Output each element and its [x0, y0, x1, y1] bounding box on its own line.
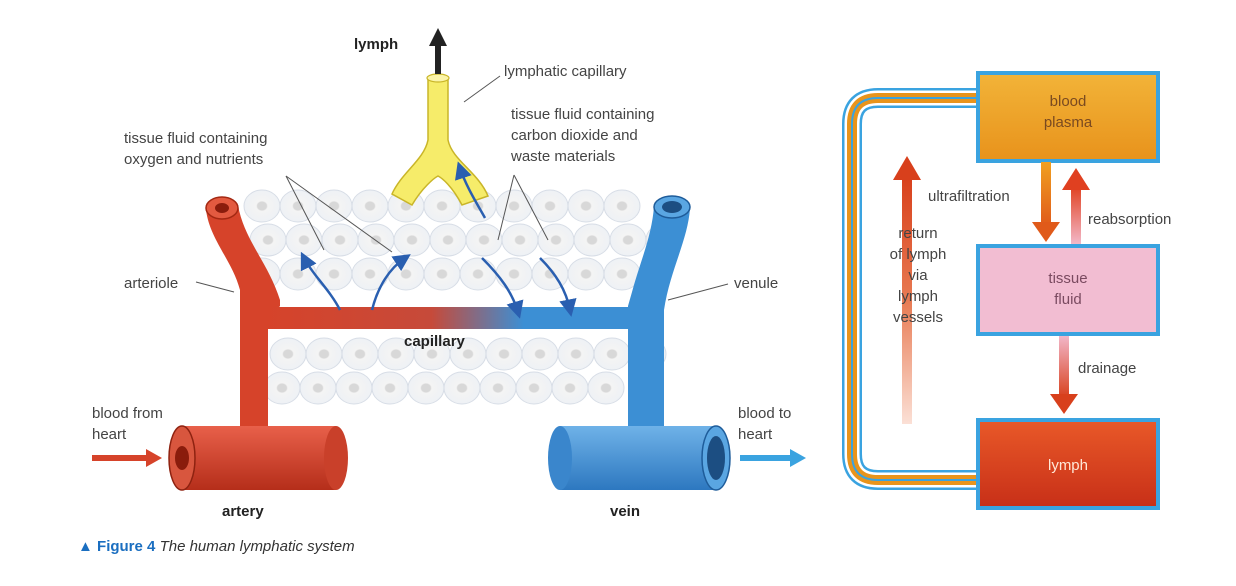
tissue-cell	[315, 257, 353, 291]
tissue-cell	[279, 189, 317, 223]
tissue-fluid-out-line2: carbon dioxide and	[511, 127, 638, 144]
tissue-fluid-box	[976, 244, 1160, 336]
figure-number: Figure 4	[97, 538, 156, 555]
tissue-cell	[485, 337, 523, 371]
blood-to-heart-line1: blood to	[738, 405, 791, 422]
lymph-box-label: lymph	[1048, 457, 1088, 474]
tissue-fluid-out-line3: waste materials	[510, 148, 615, 165]
tissue-cell	[285, 223, 323, 257]
return-line5: vessels	[893, 309, 943, 326]
tissue-cell	[593, 337, 631, 371]
reabsorption-arrow	[1062, 168, 1090, 244]
blood-in-arrow	[92, 449, 162, 467]
reabsorption-label: reabsorption	[1088, 211, 1171, 228]
tissue-fluid-in-line1: tissue fluid containing	[124, 130, 267, 147]
tissue-cell	[335, 371, 373, 405]
tissue-cell	[351, 257, 389, 291]
tissue-cell	[429, 223, 467, 257]
venule-label: venule	[734, 275, 778, 292]
tissue-fluid-line2: fluid	[1054, 291, 1082, 308]
triangle-icon: ▲	[78, 538, 93, 555]
tissue-fluid-flow-arrows	[300, 161, 577, 319]
arteriole-label: arteriole	[124, 275, 178, 292]
tissue-cell	[587, 371, 625, 405]
blood-plasma-box	[976, 71, 1160, 163]
tissue-cell	[573, 223, 611, 257]
venule	[628, 195, 691, 430]
lymph-up-arrow	[429, 28, 447, 74]
tissue-cell	[609, 223, 647, 257]
ultrafiltration-arrow	[1032, 162, 1060, 242]
lymph-return-loop	[842, 88, 988, 490]
arteriole	[205, 196, 280, 430]
return-line4: lymph	[898, 288, 938, 305]
lymphatic-capillary-label: lymphatic capillary	[504, 63, 627, 80]
tissue-cell	[551, 371, 589, 405]
tissue-cell	[341, 337, 379, 371]
blood-plasma-line1: blood	[1050, 93, 1087, 110]
tissue-fluid-in-line2: oxygen and nutrients	[124, 151, 263, 168]
return-of-lymph-arrow	[893, 156, 921, 424]
tissue-cell	[269, 337, 307, 371]
tissue-cell	[567, 257, 605, 291]
tissue-cell	[423, 257, 461, 291]
tissue-cell	[279, 257, 317, 291]
figure-title: The human lymphatic system	[159, 538, 355, 555]
pointer-lines	[195, 75, 729, 301]
return-line3: via	[908, 267, 928, 284]
figure-caption: ▲ Figure 4 The human lymphatic system	[78, 538, 355, 555]
ultrafiltration-label: ultrafiltration	[928, 188, 1010, 205]
return-line1: return	[898, 225, 937, 242]
tissue-cell	[263, 371, 301, 405]
tissue-cell	[603, 189, 641, 223]
tissue-cell	[557, 337, 595, 371]
tissue-fluid-line1: tissue	[1048, 270, 1087, 287]
tissue-cell	[407, 371, 445, 405]
tissue-cell	[243, 189, 281, 223]
tissue-cell	[479, 371, 517, 405]
tissue-cell	[521, 337, 559, 371]
blood-out-arrow	[740, 449, 806, 467]
tissue-cell	[515, 371, 553, 405]
capillary-vessel	[266, 307, 634, 329]
blood-from-heart-line2: heart	[92, 426, 127, 443]
blood-to-heart-line2: heart	[738, 426, 773, 443]
return-line2: of lymph	[890, 246, 947, 263]
vein-label: vein	[610, 503, 640, 520]
tissue-cell	[443, 371, 481, 405]
tissue-cell	[387, 257, 425, 291]
lymphatic-capillary	[391, 73, 489, 207]
lymph-label: lymph	[354, 36, 398, 53]
tissue-fluid-out-line1: tissue fluid containing	[511, 106, 654, 123]
drainage-label: drainage	[1078, 360, 1136, 377]
tissue-cell	[495, 189, 533, 223]
tissue-cell	[423, 189, 461, 223]
tissue-cell	[321, 223, 359, 257]
tissue-cell	[351, 189, 389, 223]
tissue-cell	[315, 189, 353, 223]
drainage-arrow	[1050, 336, 1078, 414]
tissue-cell	[537, 223, 575, 257]
tissue-cell	[371, 371, 409, 405]
tissue-cell	[299, 371, 337, 405]
tissue-cell	[567, 189, 605, 223]
tissue-cell	[305, 337, 343, 371]
tissue-cell	[501, 223, 539, 257]
artery	[168, 425, 348, 491]
lymph-box	[976, 418, 1160, 510]
vein	[548, 425, 731, 491]
tissue-cell	[531, 189, 569, 223]
artery-label: artery	[222, 503, 264, 520]
capillary-label: capillary	[404, 333, 466, 350]
tissue-cell	[465, 223, 503, 257]
blood-plasma-line2: plasma	[1044, 114, 1093, 131]
blood-from-heart-line1: blood from	[92, 405, 163, 422]
tissue-cell	[459, 257, 497, 291]
tissue-cell	[393, 223, 431, 257]
tissue-cell	[495, 257, 533, 291]
tissue-cell	[531, 257, 569, 291]
